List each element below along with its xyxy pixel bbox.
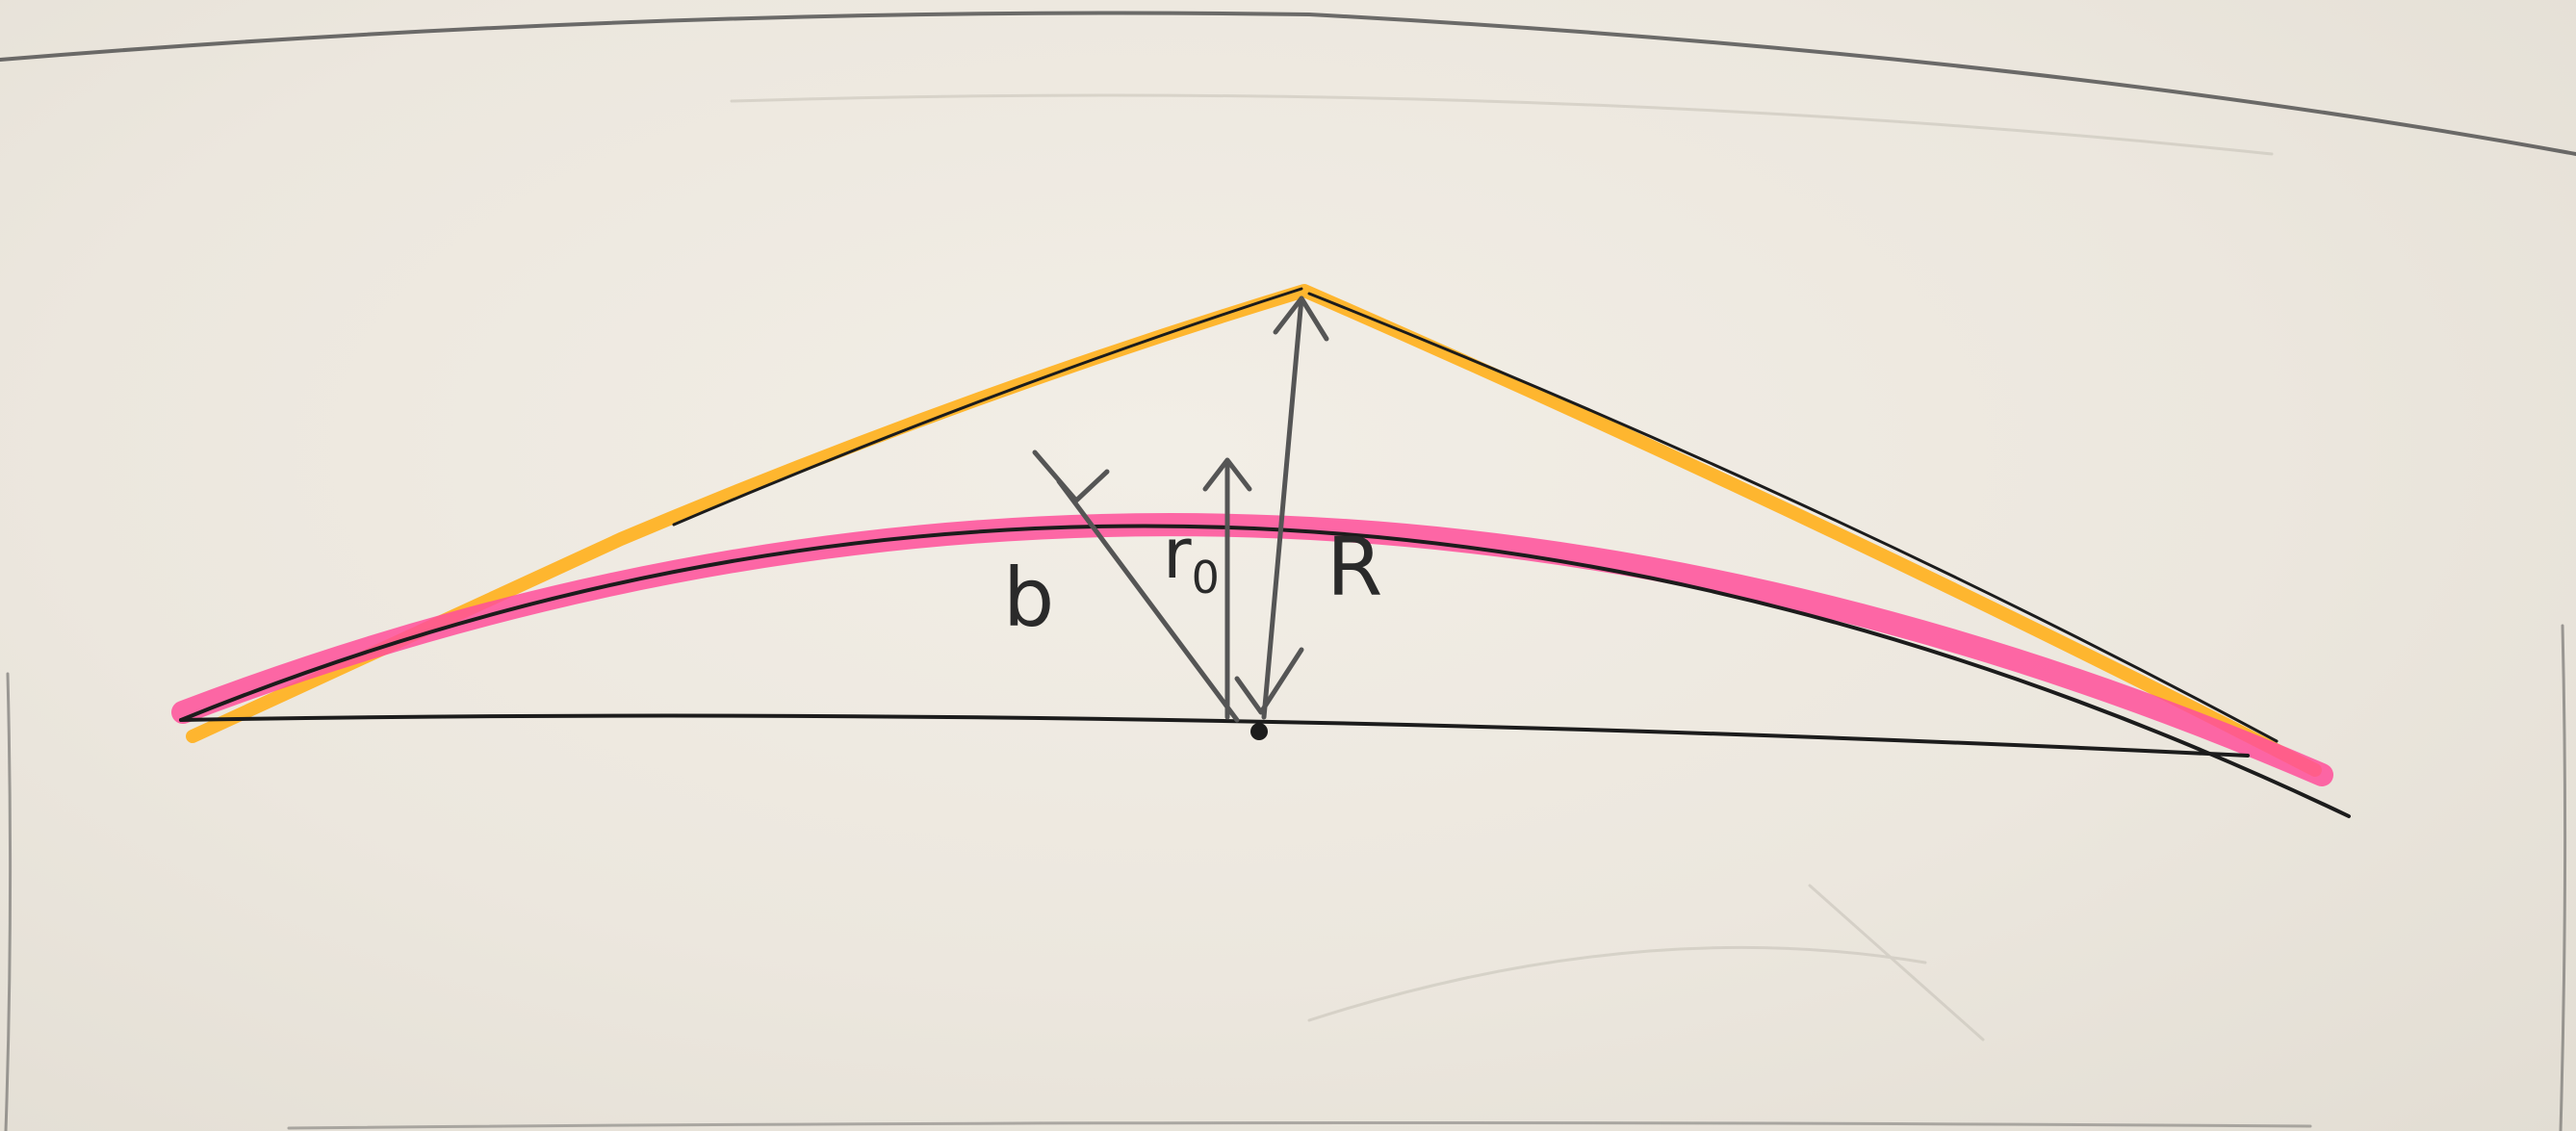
R-arrowhead-bottom <box>1234 647 1304 715</box>
ink-lines <box>179 287 2351 818</box>
label-b: b <box>1003 551 1054 645</box>
R-line <box>1261 296 1304 720</box>
border-top <box>0 11 2576 156</box>
border-left <box>4 672 13 1131</box>
ink-tangent-right <box>1307 292 2279 743</box>
base-chord-line <box>179 713 2250 758</box>
label-R: R <box>1327 520 1382 614</box>
ink-tangent-left <box>672 287 1303 527</box>
border-bottom <box>287 1120 2312 1130</box>
center-point <box>1250 723 1268 740</box>
r0-arrowhead <box>1202 457 1252 492</box>
radius-lines <box>1032 296 1329 723</box>
faint-mark-bottom-right <box>1808 884 1985 1041</box>
label-r0-main: r <box>1163 513 1192 594</box>
right-angle-mark <box>1032 450 1110 503</box>
R-arrowhead-top <box>1273 296 1329 342</box>
border-right <box>2559 624 2567 1131</box>
pink-arc-highlight <box>171 513 2333 786</box>
faint-mark-top <box>730 93 2274 156</box>
b-line <box>1056 478 1240 723</box>
label-r0: r0 <box>1163 513 1220 604</box>
paper-border <box>0 11 2576 1131</box>
faint-mark-bottom <box>1307 945 1927 1022</box>
ink-arc <box>179 524 2351 818</box>
faint-background-marks <box>730 93 2274 1041</box>
label-r0-subscript: 0 <box>1192 552 1220 604</box>
